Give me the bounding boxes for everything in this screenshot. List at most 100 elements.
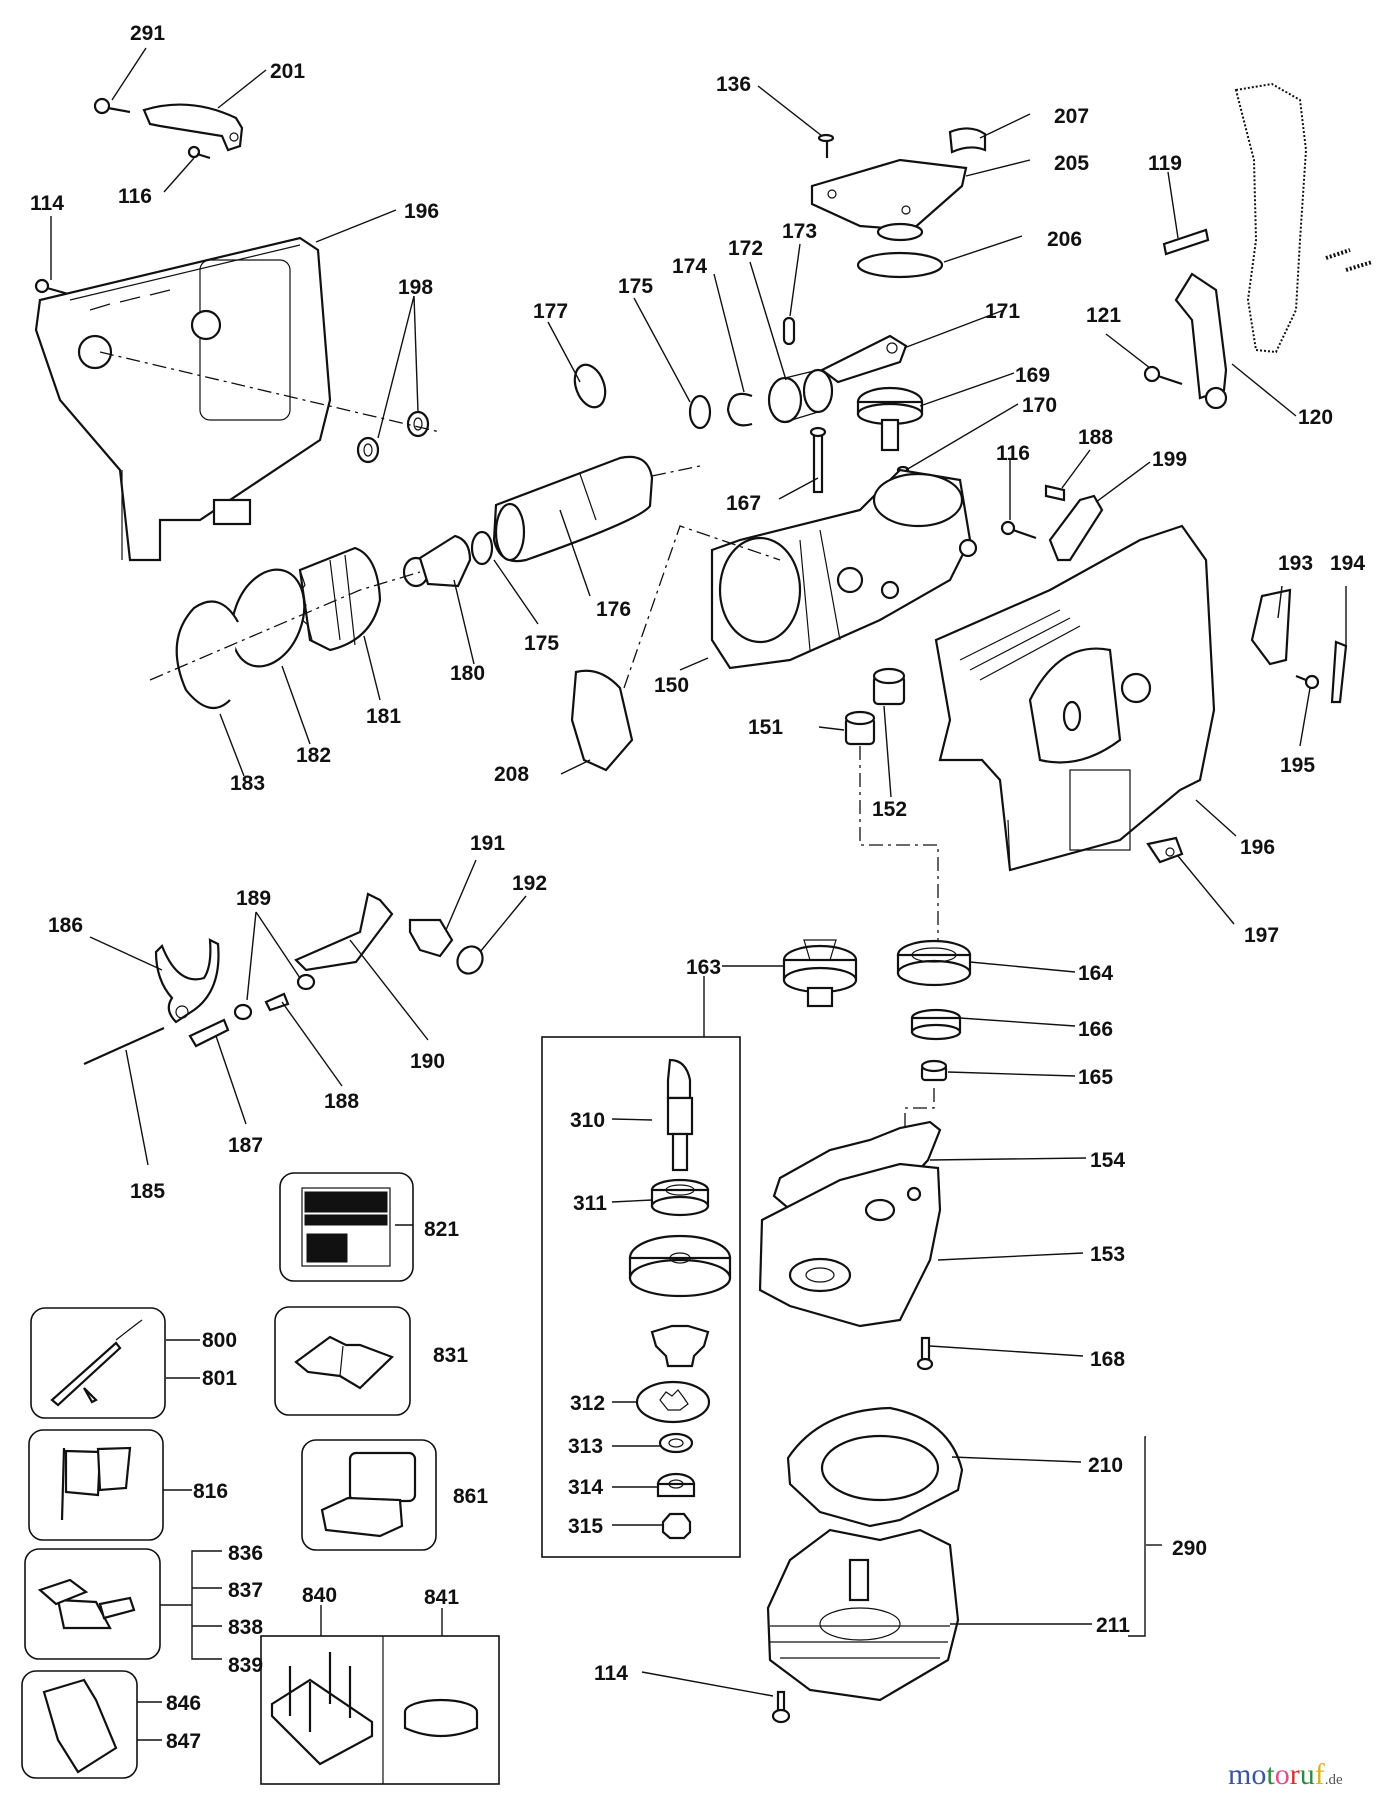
part-150-gear-housing bbox=[710, 468, 978, 670]
label-314: 314 bbox=[568, 1476, 603, 1499]
label-172: 172 bbox=[728, 237, 763, 260]
label-197: 197 bbox=[1244, 924, 1279, 947]
label-313: 313 bbox=[568, 1435, 603, 1458]
label-861: 861 bbox=[453, 1485, 488, 1508]
label-311: 311 bbox=[573, 1192, 607, 1215]
label-153: 153 bbox=[1090, 1243, 1125, 1266]
label-192: 192 bbox=[512, 872, 547, 895]
label-165: 165 bbox=[1078, 1066, 1113, 1089]
label-168: 168 bbox=[1090, 1348, 1125, 1371]
part-182-ring bbox=[230, 568, 306, 668]
label-116-b: 116 bbox=[996, 442, 1030, 465]
part-166-bearing bbox=[910, 1008, 962, 1041]
watermark-logo: motoruf.de bbox=[1228, 1758, 1343, 1792]
label-181: 181 bbox=[366, 705, 401, 728]
part-312-washer bbox=[635, 1380, 711, 1424]
part-207-pad bbox=[948, 127, 987, 154]
label-182: 182 bbox=[296, 744, 331, 767]
label-193: 193 bbox=[1278, 552, 1313, 575]
label-191: 191 bbox=[470, 832, 505, 855]
label-199: 199 bbox=[1152, 448, 1187, 471]
label-838: 838 bbox=[228, 1616, 263, 1639]
part-196-housing-right bbox=[934, 524, 1216, 872]
label-290: 290 bbox=[1172, 1537, 1207, 1560]
label-291: 291 bbox=[130, 22, 165, 45]
label-201: 201 bbox=[270, 60, 305, 83]
part-190-lever bbox=[294, 892, 394, 972]
part-172-piston bbox=[767, 368, 834, 424]
part-164-gear bbox=[896, 939, 972, 987]
label-170: 170 bbox=[1022, 394, 1057, 417]
accessory-861-case bbox=[301, 1439, 437, 1551]
label-173: 173 bbox=[782, 220, 817, 243]
label-194: 194 bbox=[1330, 552, 1365, 575]
label-164: 164 bbox=[1078, 962, 1113, 985]
label-151: 151 bbox=[748, 716, 783, 739]
label-187: 187 bbox=[228, 1134, 263, 1157]
label-196: 196 bbox=[404, 200, 439, 223]
part-labels: 291 201 116 114 196 198 136 207 205 206 … bbox=[30, 22, 1365, 1753]
label-169: 169 bbox=[1015, 364, 1050, 387]
label-312: 312 bbox=[570, 1392, 605, 1415]
part-201-cover bbox=[142, 103, 244, 152]
label-840: 840 bbox=[302, 1584, 337, 1607]
part-151-bearing bbox=[844, 710, 876, 746]
accessory-816-flag bbox=[28, 1429, 164, 1541]
watermark-letter: m bbox=[1228, 1758, 1252, 1791]
label-136: 136 bbox=[716, 73, 751, 96]
part-176-cylinder bbox=[492, 455, 654, 563]
part-208-gasket bbox=[570, 669, 634, 772]
part-196-housing-left bbox=[34, 236, 332, 562]
label-175-b: 175 bbox=[524, 632, 559, 655]
label-175: 175 bbox=[618, 275, 653, 298]
label-210: 210 bbox=[1088, 1454, 1123, 1477]
part-rear-handle bbox=[1234, 82, 1373, 354]
part-136-screw bbox=[817, 133, 835, 158]
part-116-screw bbox=[187, 145, 211, 160]
part-311-bearing bbox=[650, 1178, 710, 1217]
label-185: 185 bbox=[130, 1180, 165, 1203]
label-315: 315 bbox=[568, 1515, 603, 1538]
leader-lines bbox=[50, 47, 1347, 1741]
accessory-831-manual bbox=[274, 1306, 411, 1416]
watermark-letter: u bbox=[1299, 1758, 1315, 1791]
label-196-b: 196 bbox=[1240, 836, 1275, 859]
part-291-screw bbox=[93, 97, 131, 115]
part-173-pin bbox=[782, 316, 796, 346]
label-846: 846 bbox=[166, 1692, 201, 1715]
part-206-oring bbox=[856, 251, 944, 279]
part-153-gearcase bbox=[758, 1162, 942, 1328]
accessory-821-label bbox=[279, 1172, 414, 1282]
label-207: 207 bbox=[1054, 105, 1089, 128]
part-174-ring bbox=[726, 392, 753, 427]
part-121-screw bbox=[1143, 365, 1183, 386]
part-119-spring bbox=[1162, 228, 1210, 256]
part-187-spring bbox=[188, 1018, 230, 1048]
label-847: 847 bbox=[166, 1730, 201, 1753]
part-194-strip bbox=[1330, 640, 1348, 704]
label-186: 186 bbox=[48, 914, 83, 937]
label-150: 150 bbox=[654, 674, 689, 697]
label-116: 116 bbox=[118, 185, 152, 208]
label-120: 120 bbox=[1298, 406, 1333, 429]
part-165-bearing bbox=[920, 1059, 948, 1082]
label-114: 114 bbox=[30, 192, 64, 215]
label-837: 837 bbox=[228, 1579, 263, 1602]
part-185-rod bbox=[83, 1026, 165, 1066]
label-831: 831 bbox=[433, 1344, 468, 1367]
kit-box-163 bbox=[541, 1036, 741, 1558]
part-114-screw-b bbox=[771, 1690, 791, 1724]
label-839: 839 bbox=[228, 1654, 263, 1677]
watermark-tld: .de bbox=[1324, 1772, 1343, 1788]
part-199-lever bbox=[1048, 494, 1104, 562]
part-171-conrod bbox=[819, 334, 908, 384]
part-315-nut bbox=[661, 1512, 692, 1540]
part-191-cam bbox=[408, 918, 454, 958]
part-169-gear bbox=[856, 386, 924, 452]
label-801: 801 bbox=[202, 1367, 237, 1390]
part-120-lever bbox=[1174, 272, 1228, 410]
part-197-clip bbox=[1146, 836, 1184, 864]
label-188: 188 bbox=[1078, 426, 1113, 449]
label-114-b: 114 bbox=[594, 1662, 628, 1685]
